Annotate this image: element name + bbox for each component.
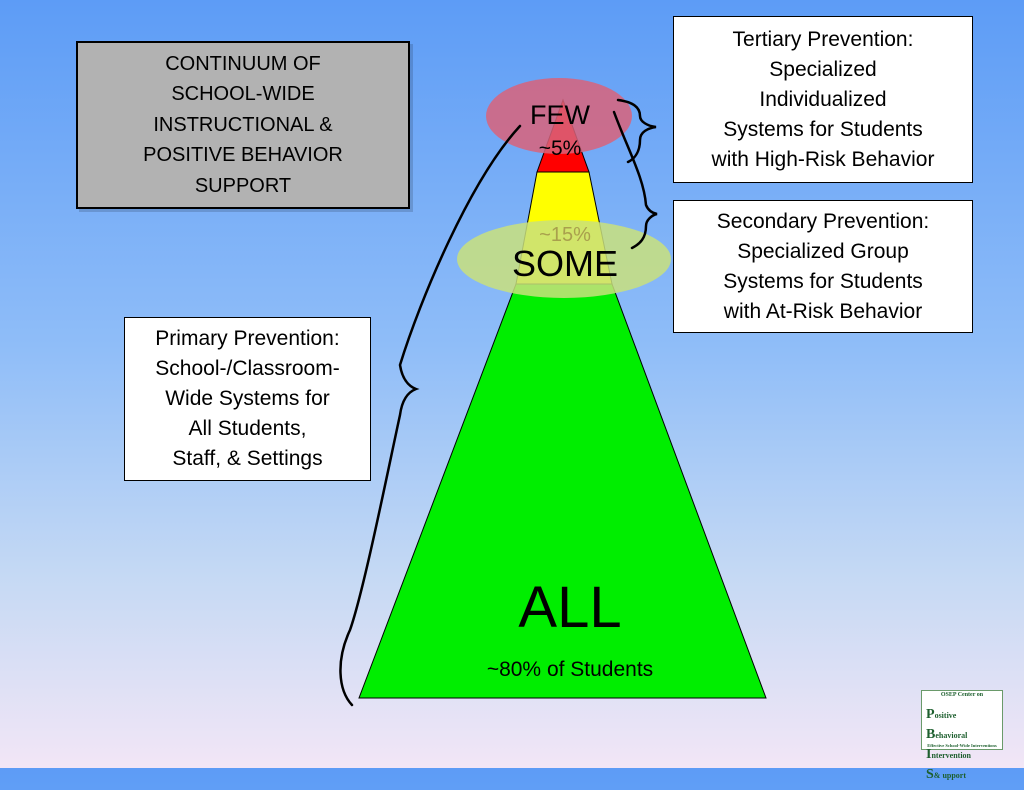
logo-word-1: ositive [934, 710, 957, 720]
few-highlight-ellipse [486, 78, 632, 154]
some-percent: ~15% [539, 224, 591, 246]
few-label: FEW [530, 100, 590, 130]
some-label: SOME [511, 243, 618, 284]
logo-letter-s: S [926, 766, 934, 782]
logo-letter-p: P [926, 706, 935, 722]
all-label: ALL [518, 575, 622, 640]
primary-prevention-box: Primary Prevention: School-/Classroom- W… [124, 317, 371, 481]
all-percent: ~80% of Students [486, 658, 654, 681]
logo-word-3: ntervention [931, 750, 972, 760]
pbis-logo: OSEP Center on Positive Behavioral Inter… [921, 690, 1003, 781]
logo-bottom-text: Effective School-Wide Interventions [927, 743, 997, 748]
secondary-prevention-box: Secondary Prevention: Specialized Group … [673, 200, 973, 333]
diagram-title-box: CONTINUUM OF SCHOOL-WIDE INSTRUCTIONAL &… [76, 41, 410, 209]
secondary-brace [612, 110, 658, 250]
logo-letter-i: I [926, 746, 932, 762]
tertiary-prevention-box: Tertiary Prevention: Specialized Individ… [673, 16, 973, 183]
primary-brace [339, 124, 522, 707]
tertiary-brace [616, 98, 657, 164]
logo-letter-b: B [926, 726, 936, 742]
pyramid-diagram [339, 78, 767, 707]
some-highlight-ellipse [457, 220, 671, 298]
logo-word-2: ehavioral [935, 730, 968, 740]
few-percent: ~5% [538, 137, 582, 160]
logo-word-4: & upport [933, 770, 967, 780]
logo-top-text: OSEP Center on [940, 692, 984, 698]
